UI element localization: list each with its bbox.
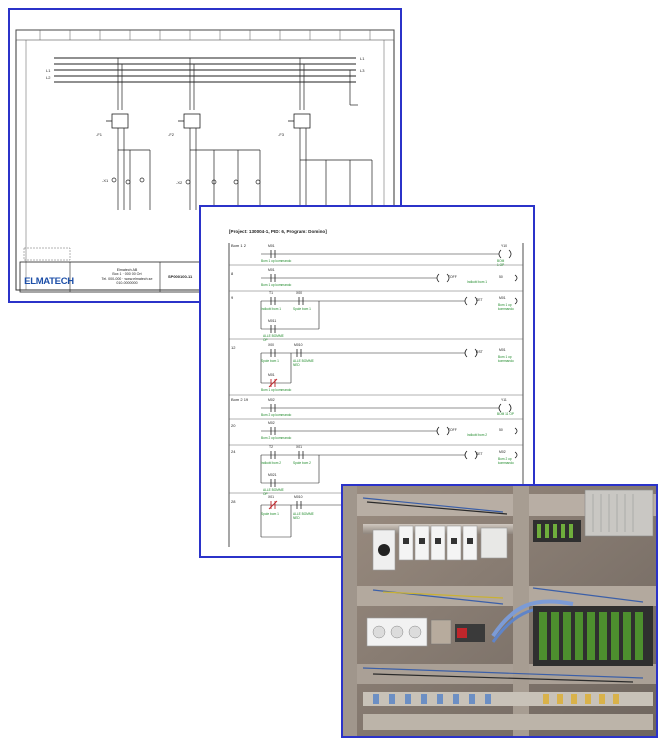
contact-note: Spole bom 1	[261, 359, 279, 363]
title-block-text: Elmatech AB Box 1 · 000 00 Ort Tel. 000-…	[101, 268, 153, 286]
contact-note: Indkobl bom 1	[261, 307, 282, 311]
ladder-coils	[436, 249, 518, 460]
svg-text:-F3: -F3	[278, 132, 285, 137]
coil-label: SET	[476, 298, 483, 302]
terminal-blocks	[363, 692, 653, 730]
step-number: 12	[231, 345, 236, 350]
contact-label: X01	[296, 445, 303, 449]
contact-label: X00	[268, 343, 275, 347]
relay-rack	[533, 606, 653, 666]
coil-label: Y10	[501, 244, 508, 248]
coil-note: BOM 1 OP	[497, 259, 505, 267]
coil-label: M01	[499, 348, 506, 352]
contact-note: Bom 1 op kommando	[261, 388, 292, 392]
coil-label: TOFF	[448, 275, 457, 279]
step-separators	[229, 264, 523, 494]
svg-text:-X1: -X1	[102, 178, 109, 183]
coil-note: Indkobl bom 2	[467, 433, 488, 437]
coil-note: Bom 2 op kommando	[498, 457, 514, 465]
svg-text:L2: L2	[46, 75, 51, 80]
step-number: 24	[231, 449, 236, 454]
ladder-diagram	[228, 243, 524, 547]
contact-note: ALLE BOMME OP	[263, 488, 284, 496]
coil-label: 50	[499, 428, 503, 432]
plc-unit	[533, 489, 654, 542]
power-sockets	[366, 617, 485, 647]
rung-lines	[260, 253, 499, 538]
drawing-number: SP000100-11	[168, 274, 193, 279]
contact-label: M01	[268, 244, 275, 248]
coil-label: M01	[499, 296, 506, 300]
coil-note: BOM 11 OP	[497, 412, 514, 416]
contact-note: Indkobl bom 2	[261, 461, 282, 465]
red-contacts	[268, 378, 278, 510]
svg-text:-F2: -F2	[168, 132, 175, 137]
coil-label: RST	[476, 350, 483, 354]
coil-label: Y11	[501, 398, 507, 402]
contact-label: M02	[268, 398, 275, 402]
coil-label: 50	[499, 275, 503, 279]
contact-note: ALLE BOMME NED	[293, 512, 314, 520]
contact-label: M02	[268, 421, 275, 425]
contact-label: X00	[296, 291, 303, 295]
contact-label: T2	[269, 445, 273, 449]
terminal-symbols	[111, 177, 261, 185]
contact-label: M021	[268, 473, 277, 477]
ladder-header: [Project: 130004-1, PID: 6, Program: Dom…	[229, 229, 327, 234]
svg-text:-X2: -X2	[176, 180, 183, 185]
contact-label: M010	[294, 495, 303, 499]
contact-note: Spole bom 1	[261, 512, 279, 516]
breaker-groups	[106, 113, 311, 129]
coil-label: M02	[499, 450, 506, 454]
contact-note: Bom 1 op kommando	[261, 283, 292, 287]
ladder-contacts	[270, 250, 304, 509]
contact-note: Bom 2 op kommando	[261, 413, 292, 417]
coil-note: Bom 1 op kommando	[498, 303, 514, 311]
contact-label: M01	[268, 268, 275, 272]
contact-note: Spole bom 2	[293, 461, 311, 465]
elmatech-logo: ELMATECH	[24, 275, 74, 287]
contact-note: Bom 2 op kommando	[261, 436, 292, 440]
step-number: 9	[231, 295, 234, 300]
svg-text:L3: L3	[360, 68, 365, 73]
column-ticks	[39, 30, 371, 40]
contact-note: ALLE BOMME NED	[293, 359, 314, 367]
coil-label: SET	[476, 452, 483, 456]
contact-note: ALLE BOMME OP	[263, 334, 284, 342]
svg-text:-F1: -F1	[96, 132, 103, 137]
contact-label: M01	[268, 373, 275, 377]
step-label-bom1: Bom 1 2	[231, 243, 246, 248]
contact-label: M010	[294, 343, 303, 347]
step-label-bom2: Bom 2 19	[231, 397, 249, 402]
svg-text:L1: L1	[360, 56, 365, 61]
coil-note: Bom 1 op kommando	[498, 355, 514, 363]
contact-label: X01	[268, 495, 275, 499]
coil-note: Indkobl bom 1	[467, 280, 488, 284]
coil-label: TOFF	[448, 428, 457, 432]
contact-label: T1	[269, 291, 273, 295]
contact-note: Spole bom 1	[293, 307, 311, 311]
svg-text:L1: L1	[46, 68, 51, 73]
contact-label: M011	[268, 319, 277, 323]
control-cabinet-photo	[341, 484, 658, 738]
contact-note: Bom 1 op kommando	[261, 259, 292, 263]
wire-bundles	[362, 497, 644, 683]
breakers-top	[363, 524, 513, 571]
cabinet-illustration	[343, 486, 656, 736]
bus-bars	[54, 57, 356, 83]
step-number: 8	[231, 271, 234, 276]
cable-ducts	[343, 486, 656, 736]
step-number: 20	[231, 423, 236, 428]
step-number: 28	[231, 499, 236, 504]
